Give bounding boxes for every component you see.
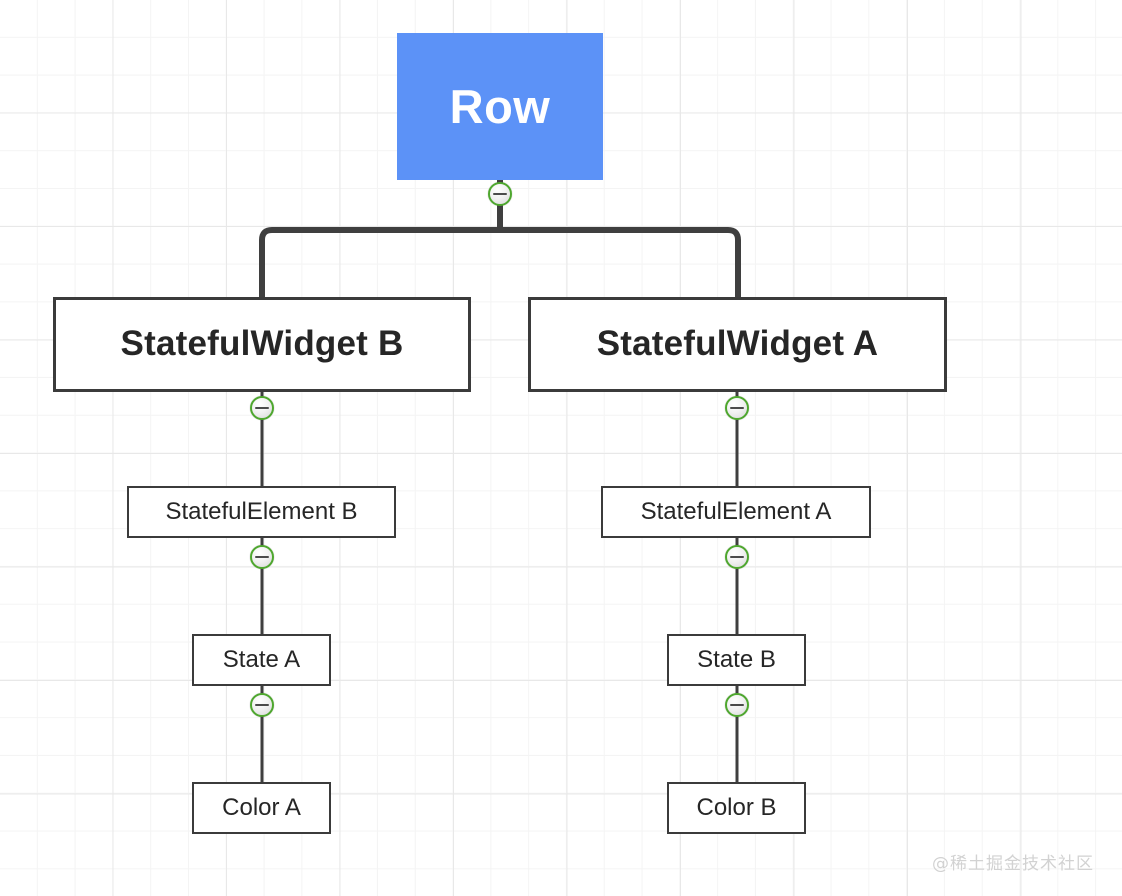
collapse-minus-icon-state-b[interactable] bbox=[725, 693, 749, 717]
node-color-a-label: Color A bbox=[222, 793, 301, 821]
node-state-a-label: State A bbox=[222, 645, 301, 673]
collapse-minus-icon-stateful-widget-a[interactable] bbox=[725, 396, 749, 420]
node-stateful-element-b[interactable]: StatefulElement B bbox=[127, 486, 396, 538]
node-state-b-label: State B bbox=[697, 645, 776, 673]
node-stateful-widget-a-label: StatefulWidget A bbox=[596, 324, 879, 364]
node-state-a[interactable]: State A bbox=[192, 634, 331, 686]
node-stateful-element-b-label: StatefulElement B bbox=[165, 497, 358, 525]
node-stateful-widget-a[interactable]: StatefulWidget A bbox=[528, 297, 947, 392]
collapse-minus-icon-row[interactable] bbox=[488, 182, 512, 206]
collapse-minus-icon-stateful-element-b[interactable] bbox=[250, 545, 274, 569]
node-stateful-widget-b-label: StatefulWidget B bbox=[120, 324, 404, 364]
node-state-b[interactable]: State B bbox=[667, 634, 806, 686]
node-row-label: Row bbox=[449, 79, 551, 133]
collapse-minus-icon-stateful-widget-b[interactable] bbox=[250, 396, 274, 420]
node-stateful-widget-b[interactable]: StatefulWidget B bbox=[53, 297, 471, 392]
collapse-minus-icon-stateful-element-a[interactable] bbox=[725, 545, 749, 569]
node-color-b-label: Color B bbox=[696, 793, 777, 821]
node-color-a[interactable]: Color A bbox=[192, 782, 331, 834]
node-stateful-element-a-label: StatefulElement A bbox=[640, 497, 832, 525]
node-row[interactable]: Row bbox=[397, 33, 603, 180]
edge-row-split bbox=[259, 227, 741, 297]
node-color-b[interactable]: Color B bbox=[667, 782, 806, 834]
watermark: @稀土掘金技术社区 bbox=[932, 854, 1094, 874]
collapse-minus-icon-state-a[interactable] bbox=[250, 693, 274, 717]
node-stateful-element-a[interactable]: StatefulElement A bbox=[601, 486, 871, 538]
